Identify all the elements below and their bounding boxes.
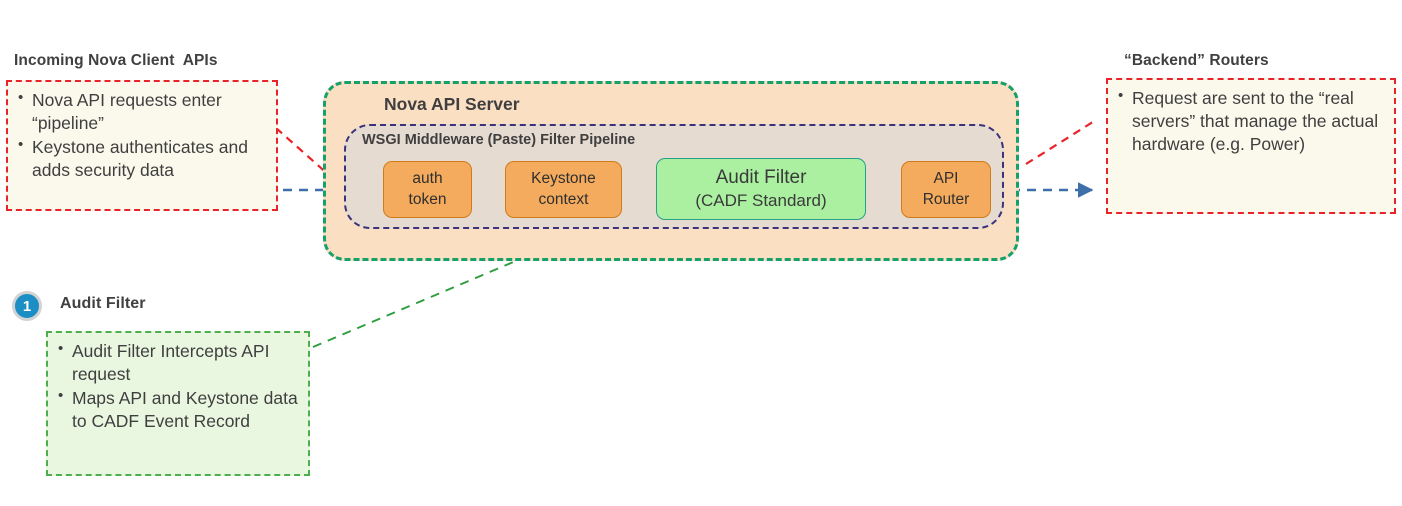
callout-number-badge: 1: [12, 291, 42, 321]
node-audit-filter[interactable]: Audit Filter (CADF Standard): [656, 158, 866, 220]
leader-left-red: [275, 127, 331, 177]
list-item: Keystone authenticates and adds security…: [14, 135, 266, 182]
node-audit-filter-line2: (CADF Standard): [695, 191, 827, 211]
node-auth-token[interactable]: auth token: [383, 161, 472, 218]
node-keystone-context[interactable]: Keystone context: [505, 161, 622, 218]
left-panel-caption: Incoming Nova Client APIs: [14, 52, 218, 69]
node-keystone-context-line1: Keystone: [531, 170, 596, 188]
audit-filter-callout: Audit Filter Intercepts API request Maps…: [46, 331, 310, 476]
list-item: Request are sent to the “real servers” t…: [1114, 86, 1384, 156]
list-item: Audit Filter Intercepts API request: [54, 339, 298, 386]
nova-api-server-title: Nova API Server: [384, 94, 520, 114]
leader-right-red: [1025, 119, 1097, 165]
list-item: Maps API and Keystone data to CADF Event…: [54, 386, 298, 433]
node-auth-token-line2: token: [408, 190, 447, 208]
node-api-router[interactable]: API Router: [901, 161, 991, 218]
node-api-router-line2: Router: [922, 190, 970, 208]
node-audit-filter-line1: Audit Filter: [715, 166, 807, 188]
list-item: Nova API requests enter “pipeline”: [14, 88, 266, 135]
callout-bullet-list: Audit Filter Intercepts API request Maps…: [54, 339, 298, 433]
left-panel-bullet-list: Nova API requests enter “pipeline” Keyst…: [14, 88, 266, 182]
right-panel-bullet-list: Request are sent to the “real servers” t…: [1114, 86, 1384, 156]
node-api-router-line1: API: [933, 170, 959, 188]
wsgi-pipeline-title: WSGI Middleware (Paste) Filter Pipeline: [362, 132, 636, 148]
node-keystone-context-line2: context: [538, 190, 589, 208]
node-auth-token-line1: auth: [412, 170, 443, 188]
left-panel-callout: Nova API requests enter “pipeline” Keyst…: [6, 80, 278, 211]
callout-caption: Audit Filter: [60, 295, 146, 312]
right-panel-caption: “Backend” Routers: [1124, 52, 1269, 69]
right-panel-callout: Request are sent to the “real servers” t…: [1106, 78, 1396, 214]
